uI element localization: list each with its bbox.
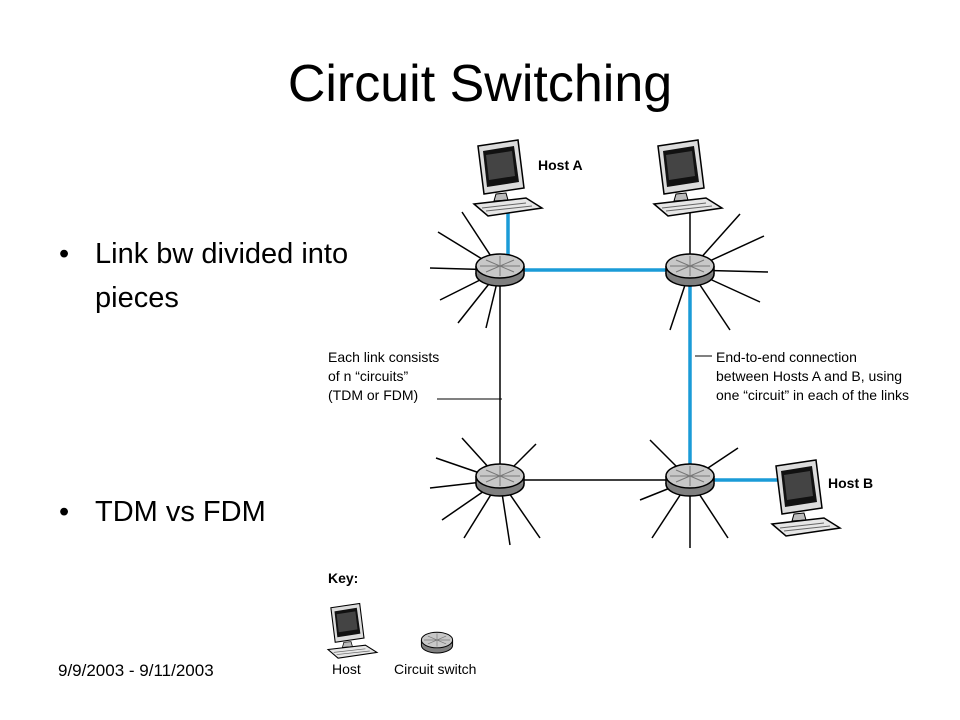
- bullet-dot-icon: •: [59, 238, 70, 270]
- circuit-switch-icon: [665, 253, 715, 287]
- key-circuit-switch-label: Circuit switch: [394, 661, 476, 677]
- bullet-dot-icon: •: [59, 496, 70, 528]
- host-a-label: Host A: [538, 157, 583, 173]
- slide-title: Circuit Switching: [287, 55, 673, 113]
- network-links: [499, 210, 691, 481]
- connection-note-line: one “circuit” in each of the links: [716, 387, 909, 403]
- key-host-label: Host: [332, 661, 361, 677]
- link-note-line: Each link consists: [328, 349, 439, 365]
- bullet-item: • Link bw divided into pieces: [55, 232, 435, 320]
- circuit-switch-icon: [475, 463, 525, 497]
- key-circuit-switch-icon: [420, 631, 454, 654]
- bullet-text: Link bw divided into pieces: [95, 238, 349, 314]
- connection-note-line: between Hosts A and B, using: [716, 368, 902, 384]
- key-host-icon: [327, 602, 378, 659]
- host-computer-icon: [653, 139, 723, 217]
- link-note-line: (TDM or FDM): [328, 387, 418, 403]
- bullet-text: TDM vs FDM: [95, 496, 266, 528]
- host-a-computer-icon: [473, 139, 543, 217]
- circuit-switch-icon: [665, 463, 715, 497]
- slide-footer-date: 9/9/2003 - 9/11/2003: [58, 661, 214, 680]
- link-note-line: of n “circuits”: [328, 368, 408, 384]
- host-b-computer-icon: [771, 459, 841, 537]
- host-b-label: Host B: [828, 475, 873, 491]
- end-to-end-circuit-path: [500, 212, 782, 482]
- bullet-item: • TDM vs FDM: [55, 490, 435, 534]
- connection-note-line: End-to-end connection: [716, 349, 857, 365]
- circuit-switch-icon: [475, 253, 525, 287]
- key-heading: Key:: [328, 570, 358, 586]
